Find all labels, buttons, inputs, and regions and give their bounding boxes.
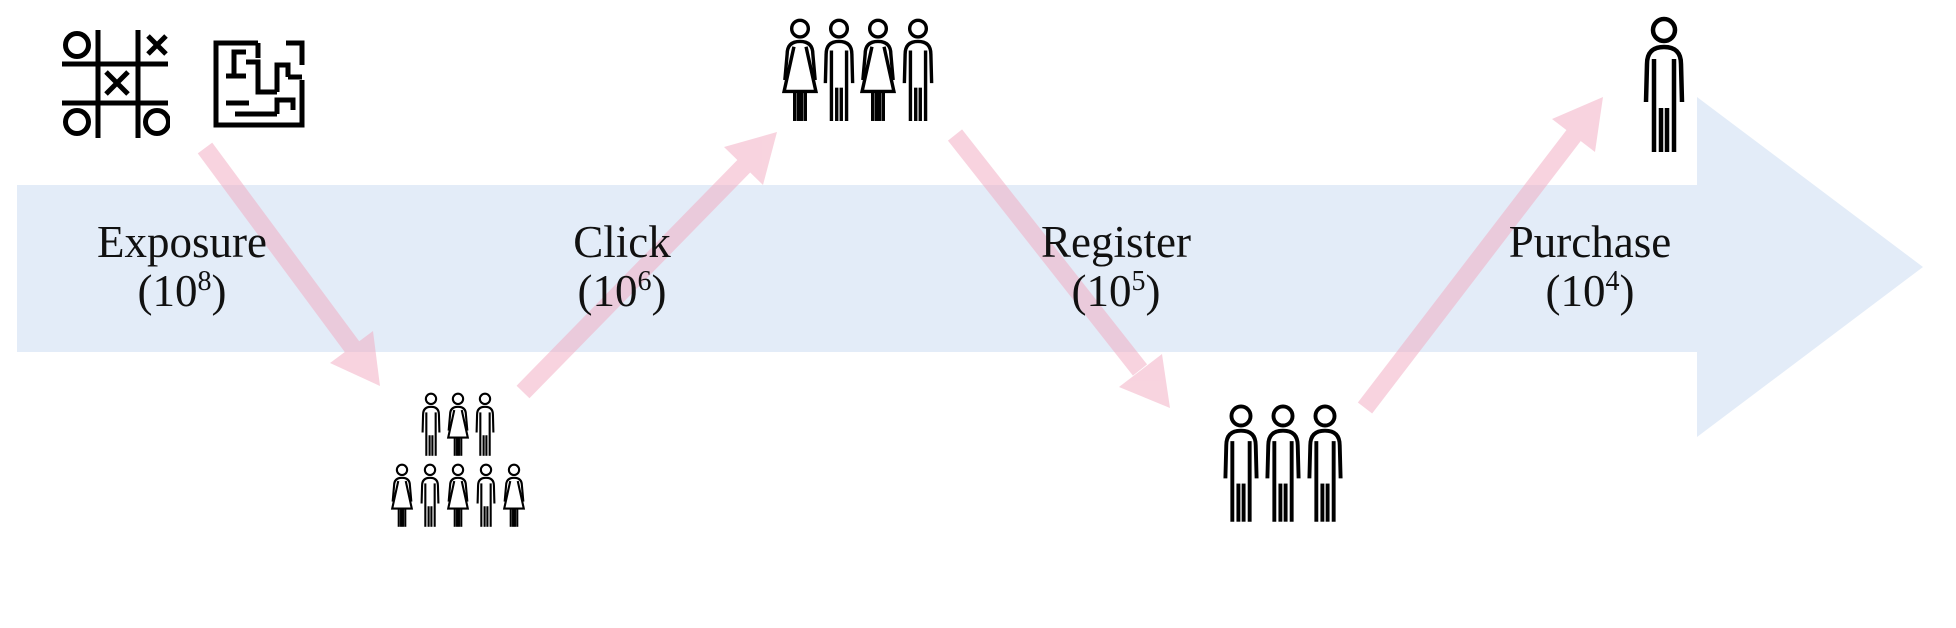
stage-label-purchase: Purchase (104) xyxy=(1450,218,1730,316)
stage-name: Register xyxy=(1041,217,1191,267)
arrow-register-down-icon xyxy=(947,129,1170,408)
stage-name: Exposure xyxy=(97,217,267,267)
stage-magnitude: (104) xyxy=(1545,266,1635,316)
arrow-exposure-to-click-icon xyxy=(197,142,380,386)
stage-magnitude: (105) xyxy=(1071,266,1161,316)
group-4-people-icon xyxy=(782,18,934,123)
stage-magnitude: (108) xyxy=(137,266,227,316)
stage-name: Purchase xyxy=(1508,217,1672,267)
stage-magnitude: (106) xyxy=(577,266,667,316)
stage-label-register: Register (105) xyxy=(976,218,1256,316)
stage-name: Click xyxy=(573,217,671,267)
single-person-icon xyxy=(1633,16,1695,156)
stage-label-click: Click (106) xyxy=(482,218,762,316)
crowd-8-people-icon xyxy=(391,392,525,528)
maze-icon xyxy=(213,40,305,128)
arrow-up-to-click-group-icon xyxy=(516,132,777,399)
tic-tac-toe-icon xyxy=(62,30,170,138)
stage-label-exposure: Exposure (108) xyxy=(42,218,322,316)
group-3-men-icon xyxy=(1215,402,1351,527)
arrow-up-to-purchase-icon xyxy=(1357,97,1603,414)
